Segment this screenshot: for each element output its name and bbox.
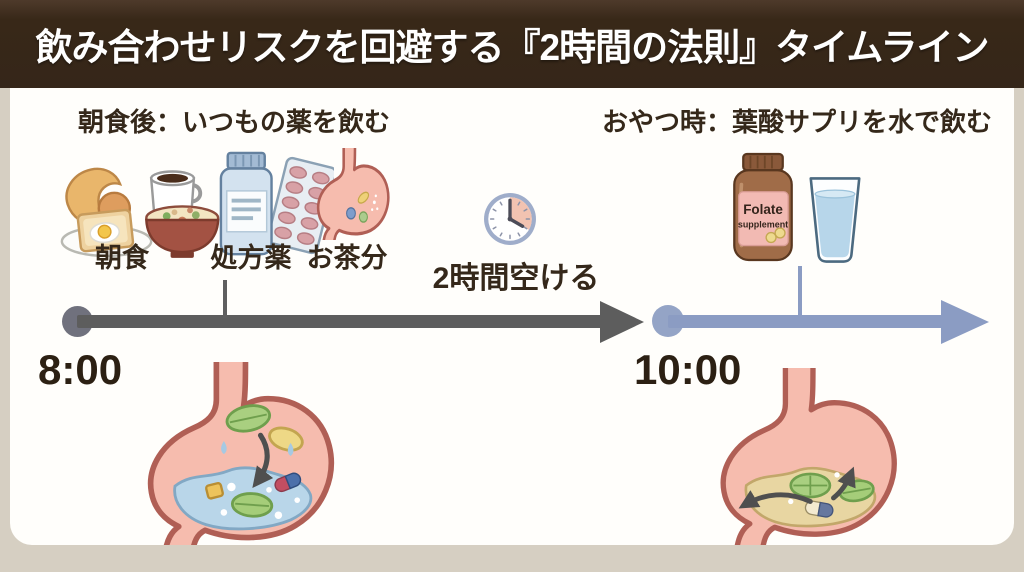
breakfast-icon	[60, 167, 220, 258]
mixing-arrow-shape	[252, 432, 274, 489]
stomach-outline-shape	[316, 148, 390, 240]
toast-egg-shape	[76, 208, 135, 253]
water-shape	[815, 194, 855, 258]
stomach-mixing-icon	[147, 362, 335, 545]
coffee-shape	[157, 173, 189, 183]
stomach-small-icon	[316, 148, 390, 240]
folate-bottle-icon: Folate supplement	[733, 152, 793, 262]
timeline-arrowhead-1	[600, 301, 644, 343]
time-end: 10:00	[634, 346, 742, 393]
prescription-medicine-icon	[219, 151, 334, 256]
page-title: 飲み合わせリスクを回避する『2時間の法則』タイムライン	[35, 27, 990, 68]
timeline-arrowhead-2	[941, 300, 989, 344]
blister-pack-shape	[266, 156, 334, 255]
bottle-label-line1: Folate	[743, 202, 783, 217]
water-glass-icon	[809, 177, 861, 263]
header-bar: 飲み合わせリスクを回避する『2時間の法則』タイムライン	[0, 0, 1024, 88]
capsule-shape	[274, 472, 302, 493]
connector-medicine	[223, 280, 227, 318]
label-breakfast: 朝食	[95, 243, 149, 273]
gap-caption: 2時間空ける	[432, 262, 600, 295]
stomach-emptying-icon	[720, 368, 897, 545]
capsule-shape	[804, 500, 834, 518]
morning-heading: 朝食後：いつもの薬を飲む	[78, 107, 391, 137]
timeline-segment-1	[77, 315, 604, 328]
emptying-arrow-shape	[738, 490, 813, 509]
label-stomach: お茶分	[306, 243, 388, 273]
clock-hand-4	[508, 217, 525, 228]
absorb-arrow-shape	[831, 466, 856, 501]
main-panel: 朝食後：いつもの薬を飲む おやつ時：葉酸サプリを水で飲む	[10, 88, 1014, 545]
timeline-segment-2	[668, 315, 943, 328]
bottle-label-line2: supplement	[738, 220, 788, 230]
clock-icon	[484, 193, 536, 245]
connector-supplement	[798, 266, 802, 318]
label-prescription: 処方薬	[210, 243, 292, 273]
pill-bottle-shape	[219, 151, 273, 256]
snack-heading: おやつ時：葉酸サプリを水で飲む	[602, 107, 993, 137]
soup-bowl-shape	[145, 218, 220, 254]
time-start: 8:00	[38, 346, 123, 393]
